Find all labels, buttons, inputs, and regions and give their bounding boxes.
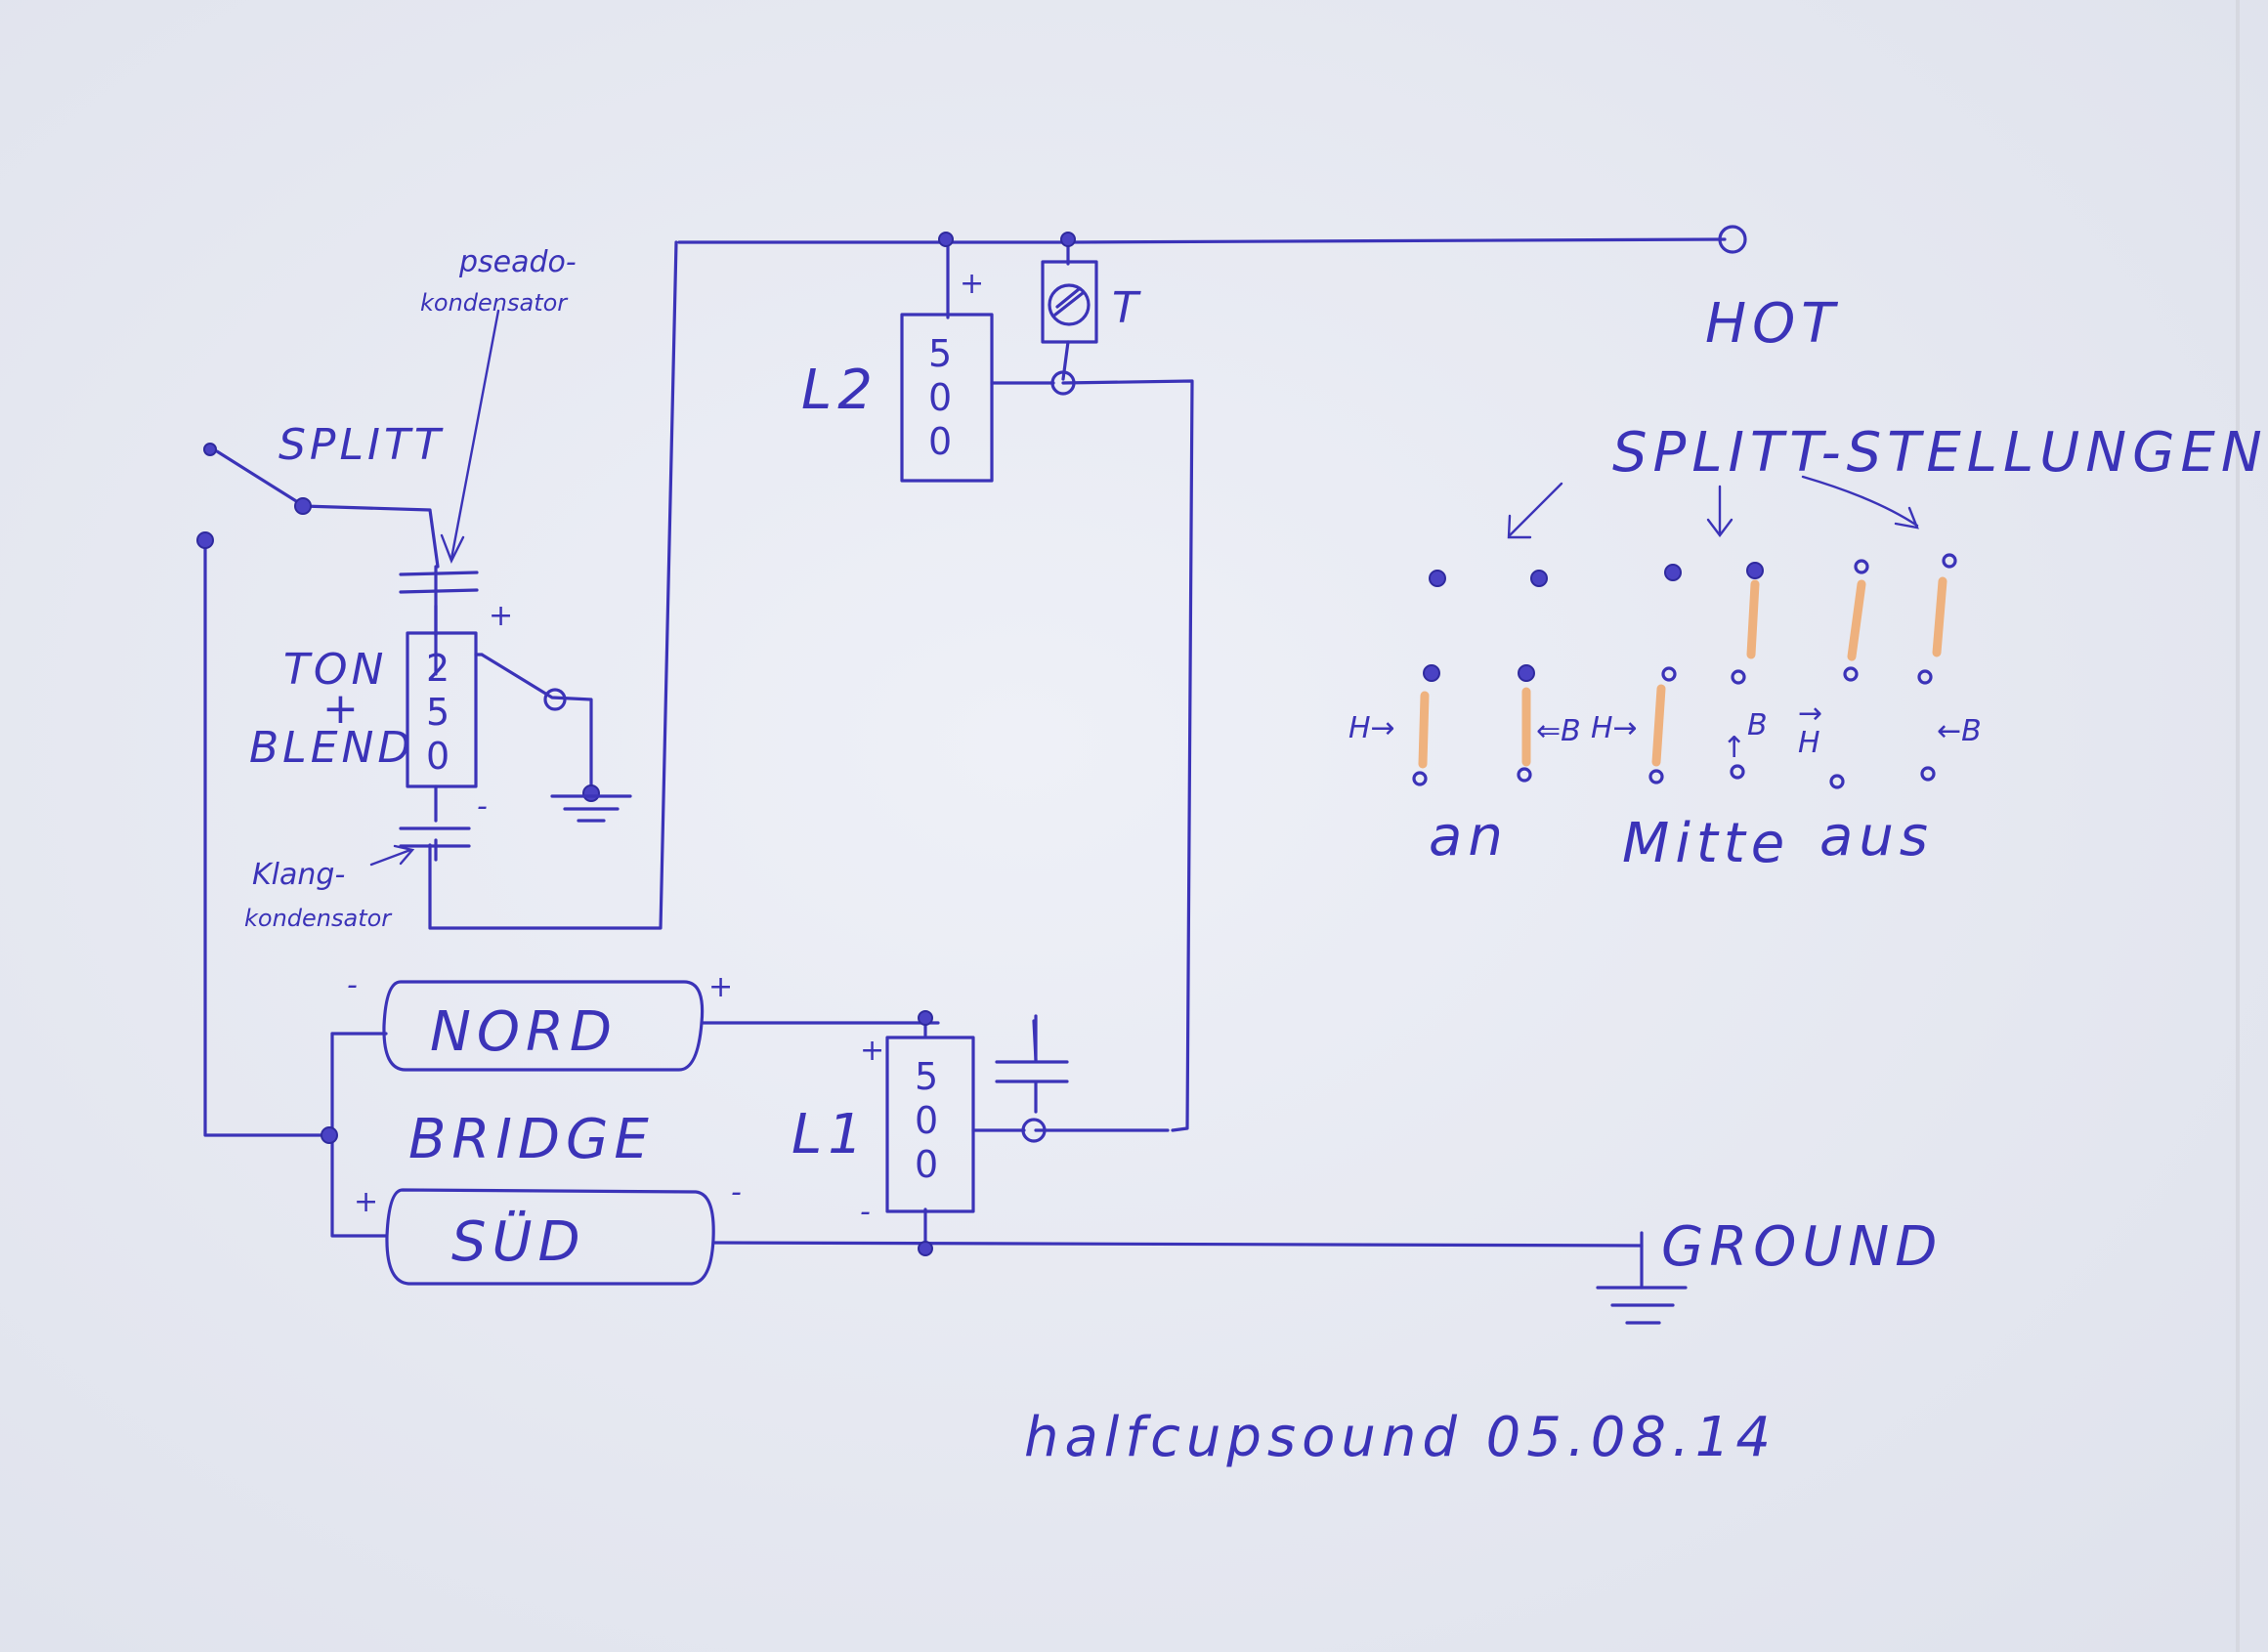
label-ton: TON <box>283 645 387 695</box>
label-klang: Klang- <box>252 858 345 892</box>
label-plus: + <box>322 684 363 734</box>
switch-position-an: H→ ⇐B <box>1348 570 1581 786</box>
pot-tone-plus: + <box>489 599 513 633</box>
pot-tone-digit-2: 5 <box>426 691 449 734</box>
switch-aus-h-arrow: → <box>1798 697 1822 731</box>
pot-l1: 5 0 0 + - L1 <box>792 1034 1026 1229</box>
coil-nord-label: NORD <box>430 1000 618 1064</box>
l1-capacitor <box>995 1014 1069 1083</box>
pot-l1-plus: + <box>860 1034 884 1068</box>
coil-sued-label: SÜD <box>451 1210 586 1274</box>
labels: pseado- kondensator SPLITT TON + BLEND K… <box>244 245 2268 1469</box>
label-blend: BLEND <box>249 723 414 773</box>
pot-l1-label: L1 <box>792 1103 869 1166</box>
label-ground: GROUND <box>1661 1215 1943 1279</box>
ground-symbol-tone <box>550 784 632 823</box>
ground-symbol-main <box>1596 1286 1688 1325</box>
pot-l2-digit-3: 0 <box>928 420 952 463</box>
switch-aus-b: ←B <box>1937 714 1982 748</box>
pot-tone-minus: - <box>477 789 488 824</box>
switch-mitte-b: B <box>1747 708 1768 742</box>
klang-capacitor <box>399 826 471 848</box>
coil-sued-minus: - <box>731 1175 742 1209</box>
pot-tone-digit-3: 0 <box>426 735 449 778</box>
coil-sued: SÜD + - <box>354 1175 742 1286</box>
coil-nord: NORD - + <box>347 968 733 1072</box>
label-kondensator: kondensator <box>244 905 393 932</box>
pot-l2-digit-1: 5 <box>928 332 952 375</box>
label-pseudo-kondensator-1: pseado- <box>458 245 577 279</box>
pot-l2-label: L2 <box>801 359 878 422</box>
pot-l2-plus: + <box>960 267 984 301</box>
pot-tone: 2 5 0 + - <box>406 599 513 824</box>
pot-tone-digit-1: 2 <box>426 647 449 690</box>
pot-l1-minus: - <box>860 1195 871 1229</box>
pot-l1-digit-3: 0 <box>915 1143 938 1186</box>
switch-aus-h: H <box>1798 726 1820 760</box>
trimmer-label: T <box>1112 283 1142 333</box>
switch-position-aus: H → ←B <box>1798 553 1982 789</box>
switch-position-mitte: H→ B ↑ <box>1591 562 1768 784</box>
switch-an-b: ⇐B <box>1536 714 1581 748</box>
label-pseudo-kondensator-2: kondensator <box>420 289 569 317</box>
signature: halfcupsound 05.08.14 <box>1024 1406 1776 1469</box>
coil-sued-plus: + <box>354 1185 378 1219</box>
annotation-arrows <box>369 309 1919 867</box>
pot-l1-digit-2: 0 <box>915 1099 938 1142</box>
switch-mitte-b-arrow: ↑ <box>1722 731 1746 765</box>
label-position-aus: aus <box>1819 805 1934 868</box>
trimmer: T <box>1041 260 1142 344</box>
switch-an-h: H→ <box>1348 711 1395 745</box>
label-position-an: an <box>1429 805 1509 868</box>
coil-nord-plus: + <box>708 970 733 1004</box>
label-position-mitte: Mitte <box>1622 812 1790 875</box>
terminals <box>196 225 1747 1256</box>
pseudo-capacitor <box>399 571 479 594</box>
coil-nord-minus: - <box>347 968 358 1002</box>
pot-l1-digit-1: 5 <box>915 1055 938 1098</box>
label-splitt: SPLITT <box>278 420 445 470</box>
pot-l2: 5 0 0 + L2 <box>801 267 1055 483</box>
wires <box>203 237 1727 1290</box>
label-splitt-stellungen: SPLITT-STELLUNGEN <box>1612 421 2268 485</box>
label-bridge: BRIDGE <box>408 1108 655 1171</box>
label-hot: HOT <box>1705 292 1840 356</box>
switch-mitte-h: H→ <box>1591 711 1638 745</box>
pot-l2-digit-2: 0 <box>928 376 952 419</box>
